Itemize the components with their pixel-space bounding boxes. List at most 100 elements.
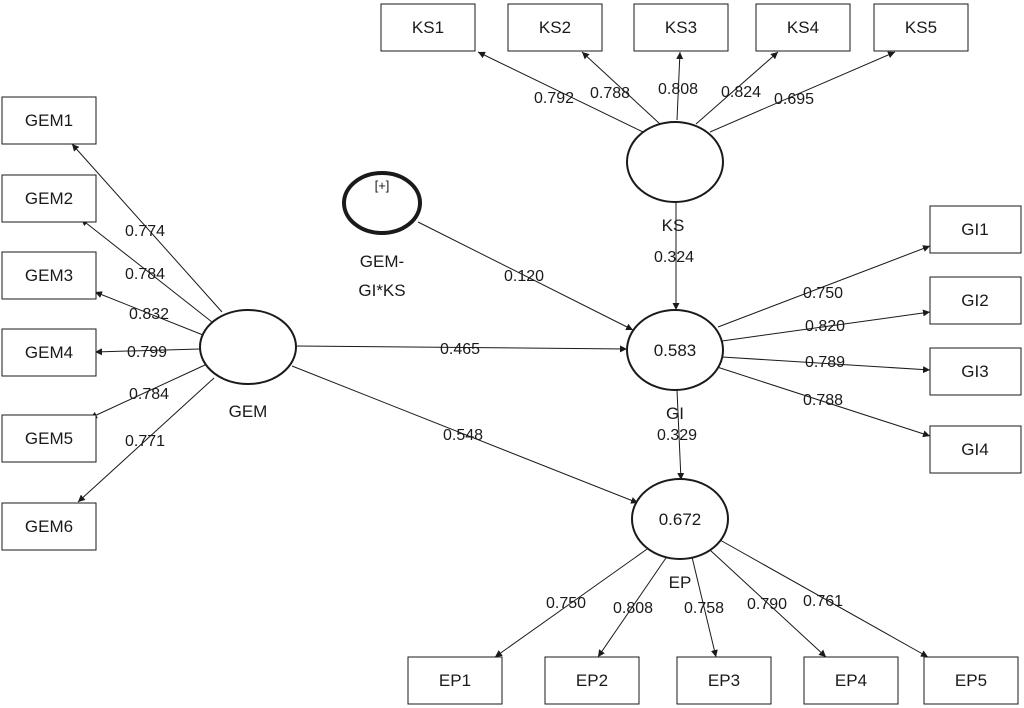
indicator-label-gem1: GEM1: [25, 111, 73, 130]
arrow-ep-ep2: [597, 554, 669, 658]
indicator-label-gem5: GEM5: [25, 429, 73, 448]
indicator-box-gem5[interactable]: [1, 414, 97, 463]
indicator-box-ks2[interactable]: [507, 3, 603, 52]
interaction-marker: [+]: [375, 178, 390, 193]
indicator-box-gem1[interactable]: [1, 96, 97, 145]
path-gem-ep: 0.548: [443, 427, 483, 444]
indicator-label-ks5: KS5: [905, 18, 937, 37]
indicator-box-ep4[interactable]: [803, 656, 899, 705]
arrow-ep-ep3: [691, 556, 718, 658]
indicator-label-ep3: EP3: [708, 671, 740, 690]
path-int-gi: 0.120: [504, 268, 544, 285]
arrow-gem-gem1: [71, 143, 223, 313]
loading-gem3: 0.832: [129, 306, 169, 323]
indicator-box-ks1[interactable]: [380, 3, 476, 52]
ep-r2-value: 0.672: [659, 510, 702, 529]
arrow-gem-gem5: [89, 364, 206, 419]
indicator-box-ep5[interactable]: [923, 656, 1019, 705]
indicator-box-gi4[interactable]: [929, 425, 1022, 474]
latent-variables: [199, 121, 729, 560]
interaction-name-line2: GI*KS: [358, 281, 405, 300]
arrow-int-gi: [417, 221, 634, 331]
loading-ks5: 0.695: [774, 91, 814, 108]
indicator-box-gem6[interactable]: [1, 502, 97, 551]
arrow-ks-ks5: [709, 51, 896, 133]
indicator-labels: KS1 KS2 KS3 KS4 KS5 GEM1 GEM2 GEM3 GEM4 …: [25, 18, 989, 690]
indicator-box-ks3[interactable]: [633, 3, 729, 52]
loading-ep2: 0.808: [613, 600, 653, 617]
arrow-gem-gem2: [80, 218, 213, 323]
loading-labels: 0.792 0.788 0.808 0.824 0.695 0.774 0.78…: [125, 81, 845, 617]
arrow-ks-ks3: [676, 51, 684, 121]
arrow-ep-ep1: [494, 546, 651, 658]
indicator-label-ep1: EP1: [439, 671, 471, 690]
indicator-box-gem4[interactable]: [1, 328, 97, 377]
loading-gi4: 0.788: [803, 392, 843, 409]
arrow-ep-ep4: [709, 549, 827, 658]
indicator-box-ks4[interactable]: [755, 3, 851, 52]
indicator-label-gi1: GI1: [961, 220, 988, 239]
arrow-gi-gi3: [721, 356, 931, 374]
loading-arrows: [71, 51, 931, 658]
arrow-ks-ks2: [581, 51, 661, 125]
path-gi-ep: 0.329: [657, 427, 697, 444]
indicator-box-ks5[interactable]: [873, 3, 969, 52]
indicator-box-gi1[interactable]: [929, 205, 1022, 254]
indicator-label-gem6: GEM6: [25, 517, 73, 536]
loading-ep5: 0.761: [803, 593, 843, 610]
indicator-label-gem3: GEM3: [25, 266, 73, 285]
indicator-box-gi3[interactable]: [929, 347, 1022, 396]
gem-name: GEM: [229, 402, 268, 421]
arrow-gem-gi: [295, 345, 628, 353]
indicator-label-gem4: GEM4: [25, 343, 73, 362]
arrow-ks-ks1: [477, 51, 644, 133]
indicator-box-ep2[interactable]: [544, 656, 640, 705]
interaction-name-line1: GEM-: [360, 252, 404, 271]
indicator-label-ks4: KS4: [787, 18, 819, 37]
gi-name: GI: [666, 404, 684, 423]
indicator-label-ks3: KS3: [665, 18, 697, 37]
indicator-label-ep5: EP5: [955, 671, 987, 690]
arrow-gem-gem6: [77, 377, 215, 503]
ks-latent-node[interactable]: [626, 121, 724, 203]
indicator-label-gi2: GI2: [961, 291, 988, 310]
arrow-gi-ep: [676, 389, 685, 481]
loading-ep3: 0.758: [684, 600, 724, 617]
path-ks-gi: 0.324: [654, 249, 694, 266]
path-coefficient-labels: 0.465 0.548 0.324 0.120 0.329: [440, 249, 697, 444]
interaction-latent-node[interactable]: [342, 171, 422, 235]
ep-latent-node[interactable]: [631, 478, 729, 560]
arrow-ep-ep5: [719, 539, 929, 658]
loading-ks1: 0.792: [534, 90, 574, 107]
loading-ep4: 0.790: [747, 596, 787, 613]
loading-ks2: 0.788: [590, 85, 630, 102]
loading-ep1: 0.750: [546, 595, 586, 612]
gi-r2-value: 0.583: [654, 341, 697, 360]
indicator-box-ep1[interactable]: [407, 656, 503, 705]
loading-gi2: 0.820: [805, 318, 845, 335]
indicator-box-gi2[interactable]: [929, 276, 1022, 325]
path-arrows: [291, 200, 685, 504]
arrow-gi-gi2: [721, 309, 931, 342]
ks-name: KS: [662, 216, 685, 235]
loading-gem2: 0.784: [125, 266, 165, 283]
gi-latent-node[interactable]: [626, 309, 724, 391]
indicator-box-gem3[interactable]: [1, 251, 97, 300]
gem-latent-node[interactable]: [199, 309, 297, 385]
indicator-label-gi4: GI4: [961, 440, 988, 459]
loading-gem5: 0.784: [129, 386, 169, 403]
path-gem-gi: 0.465: [440, 341, 480, 358]
loading-ks3: 0.808: [658, 81, 698, 98]
indicator-boxes: [1, 3, 1022, 705]
indicator-box-gem2[interactable]: [1, 174, 97, 223]
arrow-ks-ks4: [695, 51, 779, 125]
indicator-box-ep3[interactable]: [676, 656, 772, 705]
loading-gi1: 0.750: [803, 285, 843, 302]
indicator-label-gi3: GI3: [961, 362, 988, 381]
indicator-label-ks2: KS2: [539, 18, 571, 37]
arrow-gem-ep: [291, 365, 639, 504]
loading-ks4: 0.824: [721, 84, 761, 101]
indicator-label-ks1: KS1: [412, 18, 444, 37]
indicator-label-gem2: GEM2: [25, 189, 73, 208]
